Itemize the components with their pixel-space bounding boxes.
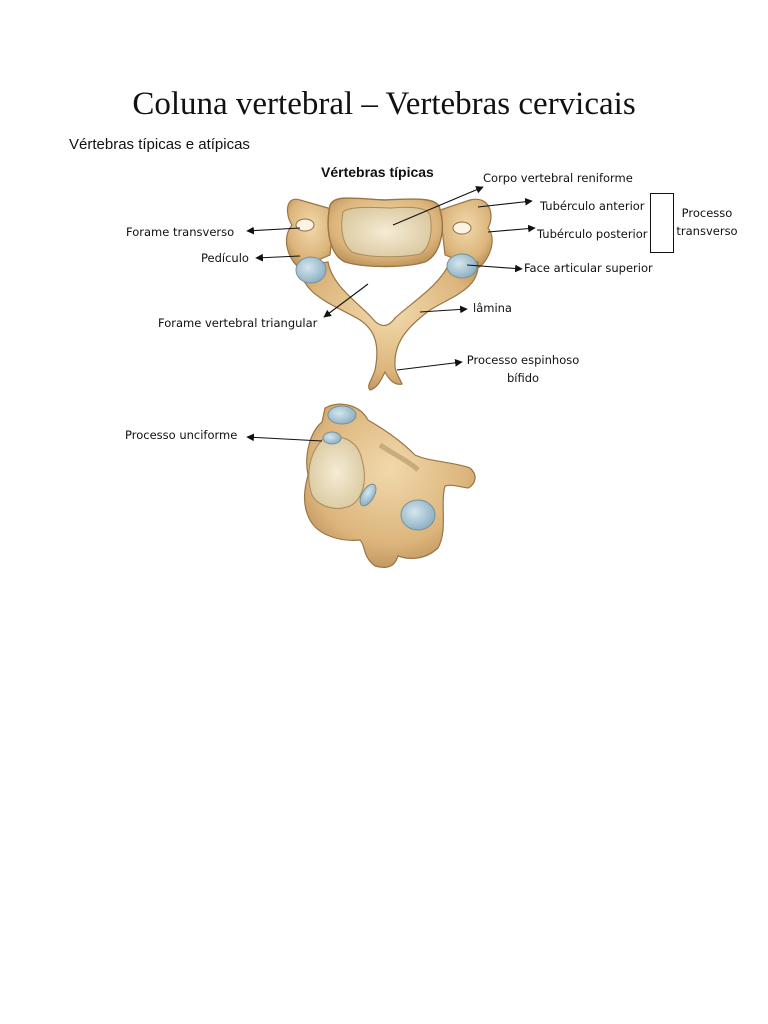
label-processo-transverso-2: transverso bbox=[675, 224, 739, 238]
label-pediculo: Pedículo bbox=[201, 251, 249, 265]
label-forame-transverso: Forame transverso bbox=[126, 225, 234, 239]
atypical-vertebra bbox=[305, 404, 476, 567]
label-processo-espinhoso-2: bífido bbox=[462, 371, 584, 385]
label-face-articular: Face articular superior bbox=[524, 261, 653, 275]
label-lamina: lâmina bbox=[473, 301, 512, 315]
label-tuberculo-posterior: Tubérculo posterior bbox=[537, 227, 648, 241]
label-processo-espinhoso-1: Processo espinhoso bbox=[462, 353, 584, 367]
bracket-processo-transverso bbox=[650, 193, 674, 253]
label-forame-vertebral: Forame vertebral triangular bbox=[158, 316, 317, 330]
label-processo-unciforme: Processo unciforme bbox=[125, 428, 237, 442]
label-processo-transverso-1: Processo bbox=[675, 206, 739, 220]
label-tuberculo-anterior: Tubérculo anterior bbox=[540, 199, 645, 213]
label-corpo-vertebral: Corpo vertebral reniforme bbox=[483, 171, 633, 185]
